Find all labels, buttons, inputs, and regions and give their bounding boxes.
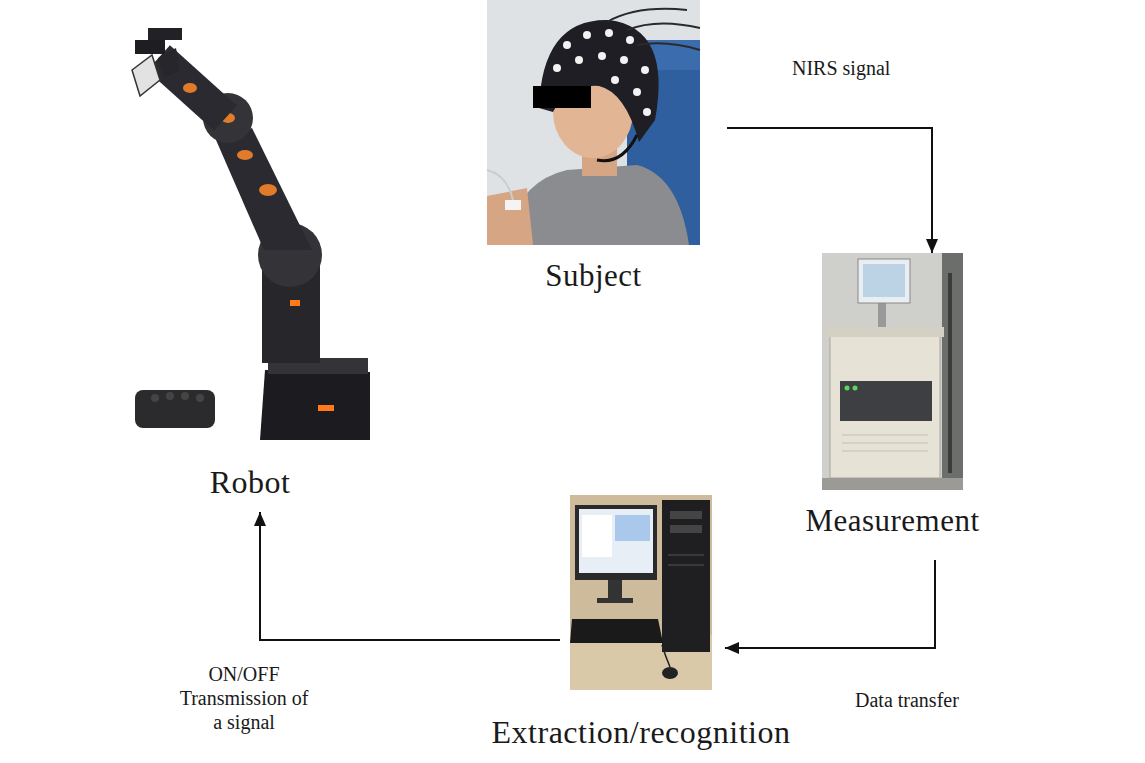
photo-node: Extraction/recognition xyxy=(570,495,712,690)
node-label: Robot xyxy=(210,464,291,501)
flow-arrow xyxy=(260,512,560,640)
arrow-label: Data transfer xyxy=(853,688,961,712)
arrow-label: NIRS signal xyxy=(790,56,892,80)
node-label: Extraction/recognition xyxy=(492,714,791,751)
photo-node: Robot xyxy=(130,25,370,440)
subject-photo xyxy=(487,0,700,245)
photo-node: Measurement xyxy=(822,253,963,490)
photo-node: Subject xyxy=(487,0,700,245)
computer-photo xyxy=(570,495,712,690)
flow-arrow xyxy=(727,128,932,253)
node-label: Subject xyxy=(545,258,642,294)
measurement-photo xyxy=(822,253,963,490)
flow-arrow xyxy=(725,560,935,648)
node-label: Measurement xyxy=(805,503,979,539)
robot-photo xyxy=(132,28,370,440)
arrow-label: ON/OFF Transmission of a signal xyxy=(172,662,316,734)
